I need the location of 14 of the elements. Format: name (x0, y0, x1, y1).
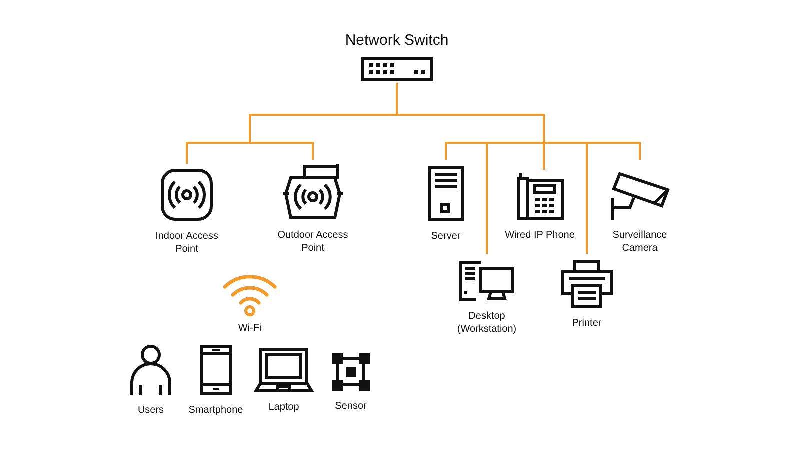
connector-line (396, 83, 641, 160)
device-label: Sensor (335, 400, 367, 413)
device-label: Server (431, 230, 461, 243)
device-label: Users (138, 404, 164, 417)
device-label: Printer (572, 317, 602, 330)
device-label: Laptop (268, 401, 300, 414)
device-label: Surveillance Camera (612, 229, 668, 255)
device-label: Outdoor Access Point (277, 229, 349, 255)
device-label: Desktop (Workstation) (456, 310, 518, 336)
device-label: Smartphone (188, 404, 244, 417)
device-label: Network Switch (345, 32, 449, 50)
device-label: Indoor Access Point (154, 230, 220, 256)
device-label: Wi-Fi (238, 322, 262, 335)
device-label: Wired IP Phone (505, 229, 575, 242)
